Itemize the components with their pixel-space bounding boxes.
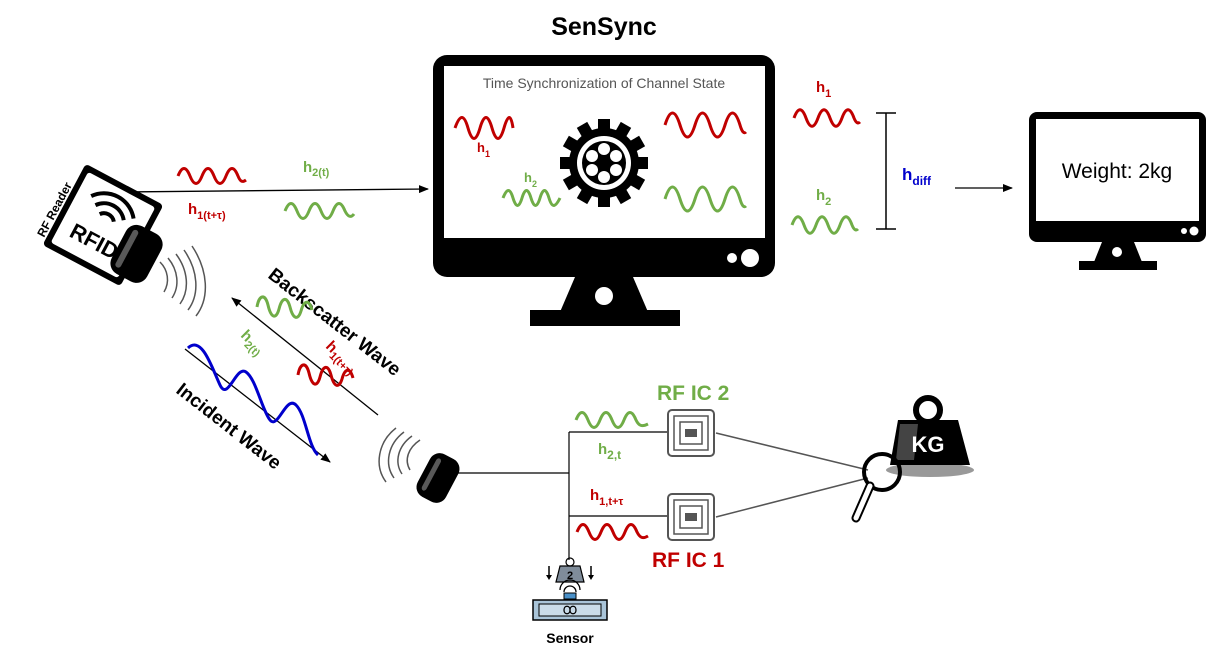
ic2-wave (574, 411, 649, 429)
ic1-h-label: h1,t+τ (590, 487, 623, 508)
hdiff-label: hdiff (902, 165, 932, 188)
backscatter-arrow (231, 297, 379, 416)
tag-emission-arcs (378, 427, 421, 483)
weight-kg-text: KG (912, 432, 945, 457)
ic1-label: RF IC 1 (652, 549, 725, 572)
monitor-header: Time Synchronization of Channel State (483, 75, 725, 91)
diff-h1-wave (792, 108, 862, 128)
monitor-h1-wave-right (663, 111, 748, 139)
reader-to-monitor-arrow (117, 185, 429, 194)
ic1-wave (575, 523, 649, 541)
ic2-chip-icon (667, 409, 715, 457)
diagram-title: SenSync (551, 13, 657, 41)
incident-arrow (184, 348, 331, 463)
sensor-label: Sensor (546, 630, 594, 646)
monitor-h2-wave-right (663, 185, 748, 213)
monitor-h2-wave-left (501, 189, 562, 207)
incident-label: Incident Wave (172, 379, 285, 474)
ic1-chip-icon (667, 493, 715, 541)
monitor-h1-label: h1 (477, 140, 490, 159)
display-monitor (1029, 112, 1206, 270)
monitor-h1-wave-left (453, 116, 515, 140)
backscatter-h2-wave (255, 295, 314, 319)
top-h2-wave (283, 202, 356, 220)
display-weight-text: Weight: 2kg (1062, 160, 1173, 183)
ic1-to-weight-line (715, 477, 869, 518)
tag-connection-lines (456, 431, 668, 560)
reader-emission-arcs (159, 245, 207, 317)
incident-blue-wave (186, 343, 320, 457)
top-h1-label: h1(t+τ) (188, 201, 226, 222)
reader-antenna-icon (110, 224, 163, 283)
top-h2-label: h2(t) (303, 159, 330, 179)
tag-antenna-icon (416, 453, 460, 503)
ic2-to-weight-line (715, 432, 869, 471)
magnifier-icon (851, 452, 902, 523)
backscatter-h1-wave (296, 363, 355, 387)
monitor-h2-label: h2 (524, 170, 537, 189)
weight-kg-icon: KG (886, 395, 974, 477)
top-h1-wave (176, 167, 247, 185)
ic2-h-label: h2,t (598, 441, 621, 462)
backscatter-h2-label: h2(t) (235, 327, 268, 360)
gear-icon (560, 119, 648, 207)
sensor-weight-value: 2 (567, 570, 573, 582)
diff-h1-label: h1 (816, 79, 831, 100)
diff-h2-wave (790, 215, 860, 235)
diff-h2-label: h2 (816, 187, 831, 208)
sensor-icon: 2 (532, 557, 608, 621)
ic2-label: RF IC 2 (657, 382, 729, 405)
diff-bracket (876, 112, 896, 230)
